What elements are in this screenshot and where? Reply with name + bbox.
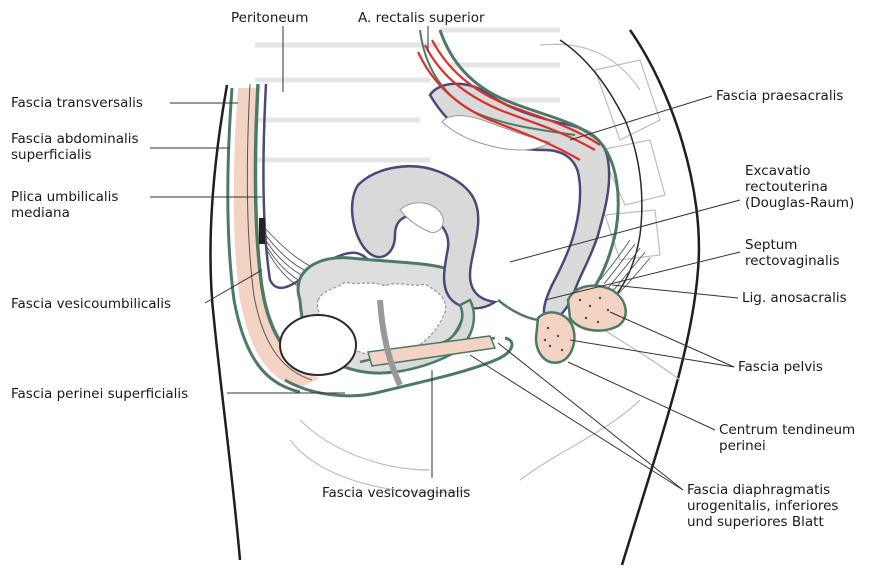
- label-fascia-abdominalis-line2: superficialis: [11, 147, 139, 163]
- label-diaphragmatis-line2: urogenitalis, inferiores: [687, 498, 838, 514]
- label-centrum-line2: perinei: [719, 438, 855, 454]
- pubic-symphysis: [280, 315, 356, 375]
- centrum-tendineum: [536, 312, 574, 362]
- label-plica-umbilicalis-mediana: Plica umbilicalis mediana: [11, 189, 118, 221]
- septum-rectovaginalis-line: [498, 300, 538, 320]
- label-excavatio-line1: Excavatio: [745, 163, 854, 179]
- label-fascia-perinei-superficialis: Fascia perinei superficialis: [11, 386, 188, 402]
- label-fascia-abdominalis-line1: Fascia abdominalis: [11, 131, 139, 147]
- label-fascia-transversalis: Fascia transversalis: [11, 95, 143, 111]
- label-septum-line2: rectovaginalis: [745, 253, 839, 269]
- label-excavatio-rectouterina: Excavatio rectouterina (Douglas-Raum): [745, 163, 854, 211]
- label-fascia-diaphragmatis-urogenitalis: Fascia diaphragmatis urogenitalis, infer…: [687, 482, 838, 530]
- label-fascia-pelvis: Fascia pelvis: [738, 359, 823, 375]
- label-plica-line2: mediana: [11, 205, 118, 221]
- label-diaphragmatis-line1: Fascia diaphragmatis: [687, 482, 838, 498]
- label-lig-anosacralis: Lig. anosacralis: [742, 290, 847, 306]
- label-excavatio-line2: rectouterina: [745, 179, 854, 195]
- label-excavatio-line3: (Douglas-Raum): [745, 195, 854, 211]
- label-plica-line1: Plica umbilicalis: [11, 189, 118, 205]
- label-diaphragmatis-line3: und superiores Blatt: [687, 514, 838, 530]
- label-fascia-abdominalis-superficialis: Fascia abdominalis superficialis: [11, 131, 139, 163]
- label-centrum-line1: Centrum tendineum: [719, 422, 855, 438]
- label-centrum-tendineum-perinei: Centrum tendineum perinei: [719, 422, 855, 454]
- label-fascia-praesacralis: Fascia praesacralis: [716, 88, 843, 104]
- label-fascia-vesicoumbilicalis: Fascia vesicoumbilicalis: [11, 296, 171, 312]
- urachus-dark: [259, 218, 265, 244]
- label-peritoneum: Peritoneum: [231, 10, 308, 26]
- label-fascia-vesicovaginalis: Fascia vesicovaginalis: [322, 485, 470, 501]
- label-a-rectalis-superior: A. rectalis superior: [358, 10, 485, 26]
- label-septum-rectovaginalis: Septum rectovaginalis: [745, 237, 839, 269]
- label-septum-line1: Septum: [745, 237, 839, 253]
